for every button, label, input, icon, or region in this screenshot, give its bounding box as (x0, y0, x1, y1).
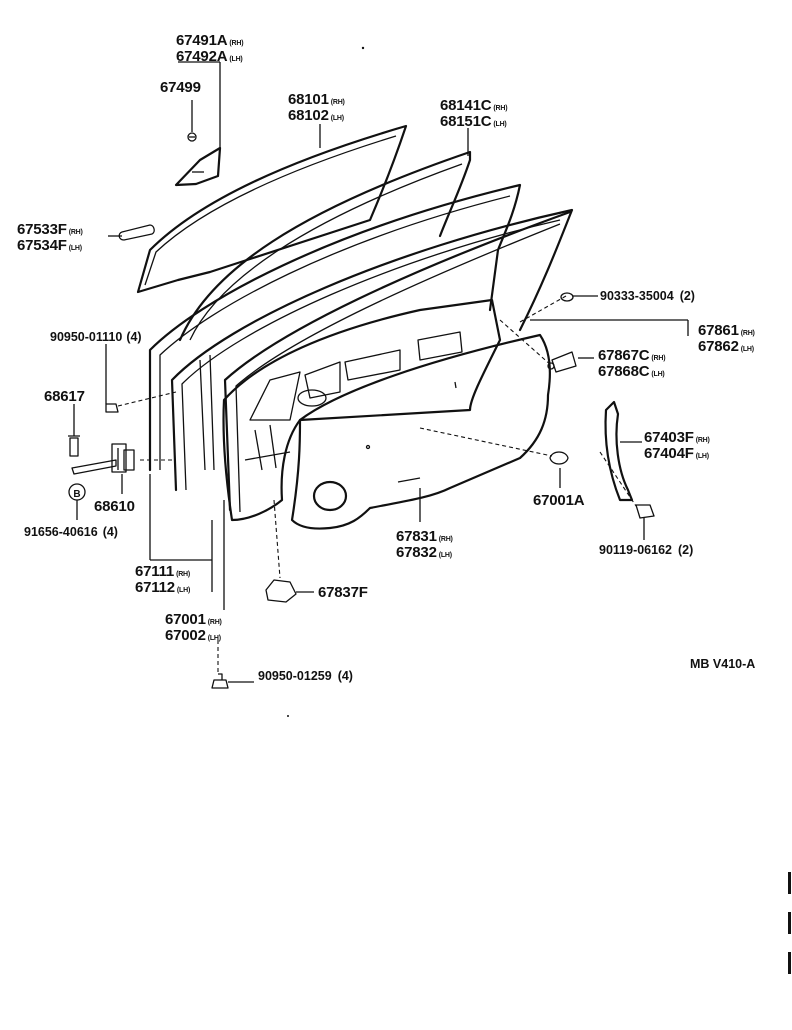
clip-90950-01259[interactable] (211, 673, 229, 689)
svg-text:91656-40616(4): 91656-40616(4) (24, 525, 118, 539)
clip-90333[interactable] (560, 292, 574, 302)
door-hinge[interactable] (71, 443, 135, 475)
bolt-90119[interactable] (635, 504, 655, 519)
callout-67831: 67831(RH) 67832(LH) (396, 528, 453, 561)
leader-lines (73, 61, 689, 683)
badge-letter: B (73, 489, 80, 500)
clip-90950-01110[interactable] (105, 403, 119, 413)
hinge-pin-68617[interactable] (68, 435, 80, 457)
callout-67491a: 67491A(RH) 67492A(LH) (176, 32, 244, 65)
glass-run-channel[interactable] (178, 150, 472, 342)
screw-67499[interactable] (187, 132, 197, 142)
svg-text:67111(RH): 67111(RH) (135, 563, 190, 580)
callout-68610: 68610 (94, 498, 135, 515)
callout-67533f: 67533F(RH) 67534F(LH) (17, 221, 83, 254)
callout-67867c: 67867C(RH) 67868C(LH) (598, 347, 666, 380)
svg-text:67492A(LH): 67492A(LH) (176, 48, 243, 65)
svg-text:67867C(RH): 67867C(RH) (598, 347, 665, 364)
plug-67001a[interactable] (549, 451, 569, 465)
callout-67499: 67499 (160, 79, 201, 96)
door-weatherstrip[interactable] (170, 208, 574, 492)
svg-text:90950-01259(4): 90950-01259(4) (258, 669, 353, 683)
svg-text:67534F(LH): 67534F(LH) (17, 237, 82, 254)
svg-text:67001(RH): 67001(RH) (165, 611, 222, 628)
svg-text:67533F(RH): 67533F(RH) (17, 221, 83, 238)
drawing: B (68, 61, 689, 689)
svg-text:67837F: 67837F (318, 584, 368, 601)
callout-67001a: 67001A (533, 492, 585, 509)
weatherstrip-67403f[interactable] (604, 400, 634, 502)
svg-text:67403F(RH): 67403F(RH) (644, 429, 710, 446)
callout-90950-01110: 90950-01110(4) (50, 330, 142, 344)
svg-text:67831(RH): 67831(RH) (396, 528, 453, 545)
callouts: 67491A(RH) 67492A(LH) 67499 68101(RH) 68… (17, 32, 755, 683)
svg-text:67404F(LH): 67404F(LH) (644, 445, 709, 462)
svg-text:68141C(RH): 68141C(RH) (440, 97, 507, 114)
svg-text:90119-06162(2): 90119-06162(2) (599, 543, 693, 557)
svg-text:67499: 67499 (160, 79, 201, 96)
scan-marks (287, 46, 791, 974)
door-trim-board[interactable] (290, 333, 551, 530)
door-frame-67111[interactable] (148, 183, 522, 472)
callout-68141c: 68141C(RH) 68151C(LH) (440, 97, 508, 130)
svg-text:68101(RH): 68101(RH) (288, 91, 345, 108)
callout-67001: 67001(RH) 67002(LH) (165, 611, 222, 644)
callout-67861: 67861(RH) 67862(LH) (698, 322, 755, 355)
svg-text:67862(LH): 67862(LH) (698, 338, 754, 355)
callout-90950-01259: 90950-01259(4) (258, 669, 353, 683)
svg-text:67868C(LH): 67868C(LH) (598, 363, 665, 380)
callout-67403f: 67403F(RH) 67404F(LH) (644, 429, 710, 462)
callout-90333: 90333-35004(2) (600, 289, 695, 303)
callout-68101: 68101(RH) 68102(LH) (288, 91, 345, 124)
svg-text:67001A: 67001A (533, 492, 585, 509)
bracket-67867c[interactable] (551, 351, 577, 373)
svg-text:67002(LH): 67002(LH) (165, 627, 221, 644)
callout-91656: 91656-40616(4) (24, 525, 118, 539)
svg-text:68610: 68610 (94, 498, 135, 515)
door-glass[interactable] (136, 124, 408, 294)
svg-text:90333-35004(2): 90333-35004(2) (600, 289, 695, 303)
callout-90119: 90119-06162(2) (599, 543, 693, 557)
clip-67837f[interactable] (265, 579, 297, 603)
svg-text:68617: 68617 (44, 388, 85, 405)
svg-text:67832(LH): 67832(LH) (396, 544, 452, 561)
cushion-67533f[interactable] (118, 224, 155, 241)
svg-text:68151C(LH): 68151C(LH) (440, 113, 507, 130)
svg-text:68102(LH): 68102(LH) (288, 107, 344, 124)
door-inner-panel[interactable] (222, 298, 502, 522)
callout-67837f: 67837F (318, 584, 368, 601)
svg-text:67112(LH): 67112(LH) (135, 579, 190, 596)
callout-67111: 67111(RH) 67112(LH) (135, 563, 190, 596)
svg-text:67861(RH): 67861(RH) (698, 322, 755, 339)
svg-text:90950-01110(4): 90950-01110(4) (50, 330, 142, 344)
reference-code: MB V410-A (690, 657, 755, 671)
callout-68617: 68617 (44, 388, 85, 405)
quarter-glass[interactable] (174, 146, 222, 187)
svg-text:67491A(RH): 67491A(RH) (176, 32, 243, 49)
